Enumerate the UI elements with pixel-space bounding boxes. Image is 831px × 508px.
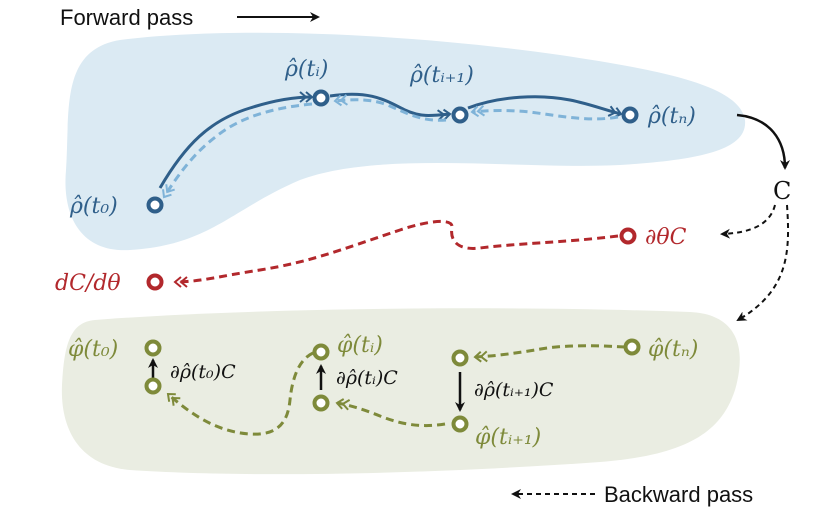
node-phi-ti1 [451, 415, 469, 433]
backward-pass-label: Backward pass [604, 482, 753, 507]
backward-edge-ti1-ti [335, 398, 446, 428]
label-dc-dtheta: dC/dθ [55, 271, 121, 296]
label-phi-t0: φ̂(t₀) [68, 337, 118, 362]
gradient-path [173, 219, 619, 288]
label-partial-t0: ∂ρ̂(t₀)C [170, 361, 236, 383]
node-rho-ti1 [451, 106, 469, 124]
label-phi-ti: φ̂(tᵢ) [337, 333, 383, 358]
label-partial-ti: ∂ρ̂(tᵢ)C [336, 367, 398, 389]
node-phi-ti [312, 343, 330, 361]
label-rho-t0: ρ̂(t₀) [69, 194, 118, 219]
backward-edge-ti-t0 [166, 351, 314, 436]
label-cost: C [773, 177, 791, 205]
reverse-edge-ti-t0 [162, 102, 313, 199]
tn-to-cost-arrow [736, 113, 790, 170]
node-dc-dtheta [146, 273, 164, 291]
node-phi-t0 [144, 339, 162, 357]
node-dtheta-c [619, 227, 637, 245]
node-rho-tn [621, 106, 639, 124]
reverse-edge-ti1-ti [333, 94, 447, 122]
label-phi-ti1: φ̂(tᵢ₊₁) [475, 425, 541, 450]
node-rho-ti [312, 89, 330, 107]
label-phi-tn: φ̂(tₙ) [648, 337, 698, 362]
node-partial-t0 [144, 377, 162, 395]
cost-to-dtheta-arrow [720, 204, 776, 239]
label-rho-ti: ρ̂(tᵢ) [284, 57, 328, 82]
node-rho-t0 [146, 196, 164, 214]
forward-pass-label: Forward pass [60, 5, 193, 30]
forward-region [65, 32, 746, 251]
forward-edge-t0-ti [158, 91, 314, 189]
label-rho-tn: ρ̂(tₙ) [647, 104, 696, 129]
label-dtheta-c: ∂θC [645, 225, 687, 250]
cost-to-phi-tn-arrow [736, 204, 789, 322]
backward-region [61, 308, 740, 475]
label-rho-ti1: ρ̂(tᵢ₊₁) [409, 63, 474, 88]
node-phi-tn [623, 338, 641, 356]
forward-edge-ti-ti1 [329, 92, 452, 121]
backward-edge-tn-ti1 [473, 344, 626, 363]
forward-edge-ti1-tn [467, 95, 623, 119]
label-partial-ti1: ∂ρ̂(tᵢ₊₁)C [474, 379, 554, 401]
node-partial-ti [312, 394, 330, 412]
node-partial-ti1 [451, 349, 469, 367]
